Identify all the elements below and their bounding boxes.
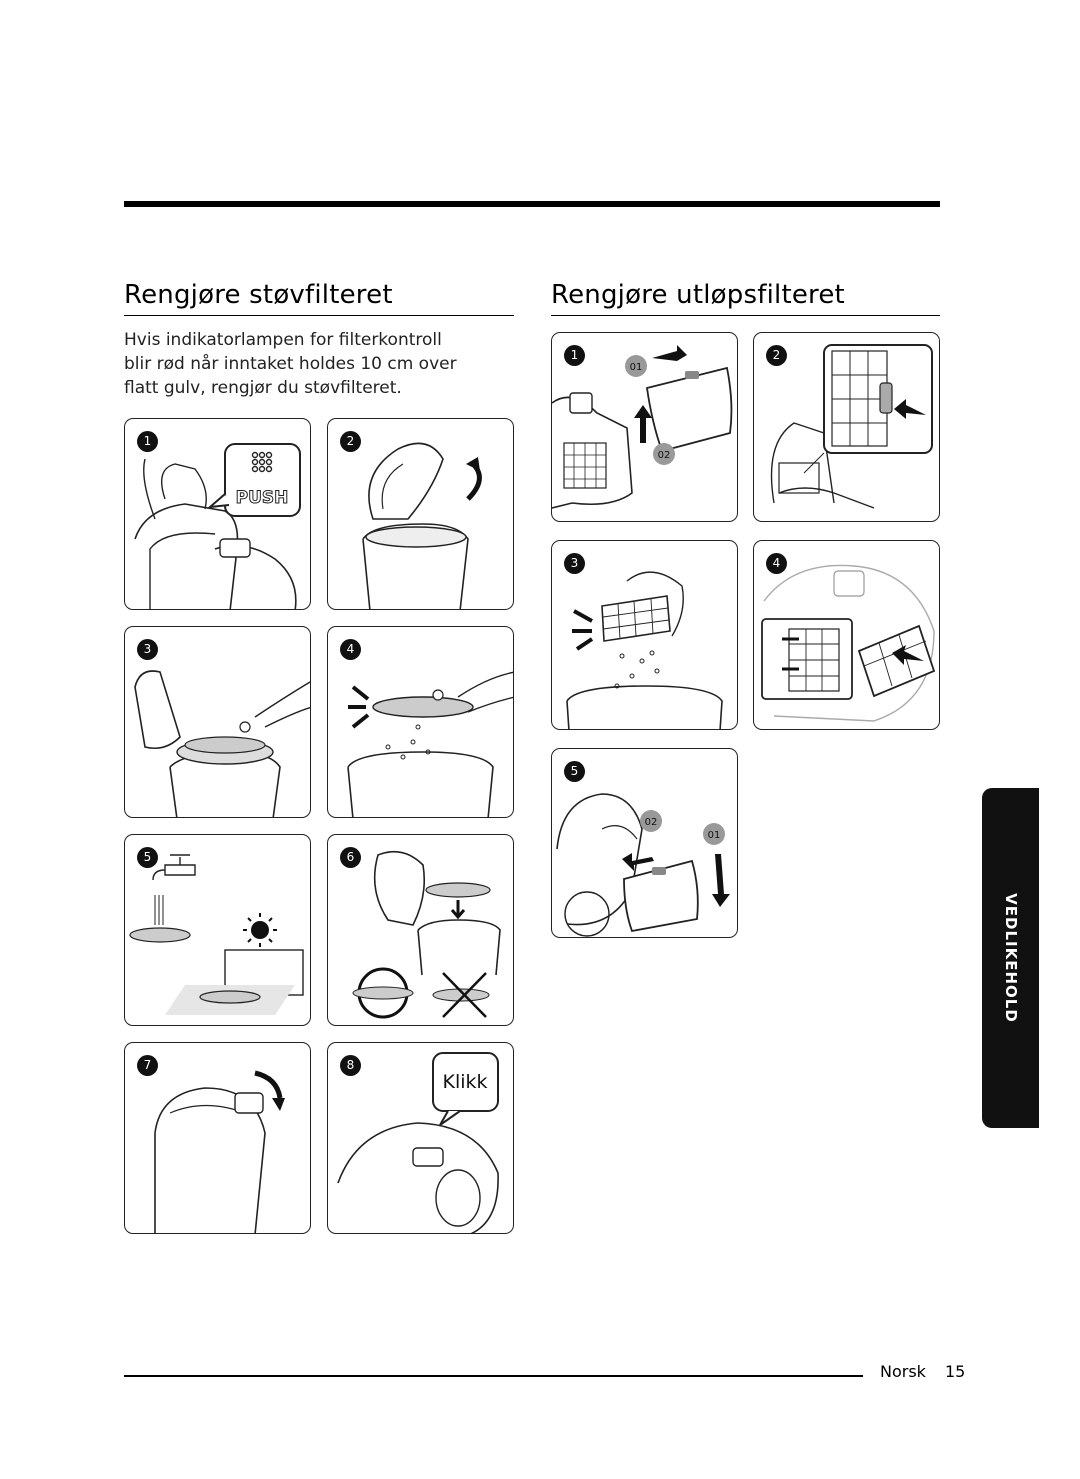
- right-step-2-panel: 2: [753, 332, 940, 522]
- intro-line: blir rød når inntaket holdes 10 cm over: [124, 354, 457, 374]
- step-badge: 4: [766, 553, 787, 574]
- lid-open-illustration: [362, 442, 482, 609]
- step-badge: 3: [564, 553, 585, 574]
- footer-rule: [124, 1375, 863, 1377]
- sub-label: 01: [630, 362, 643, 373]
- step-badge: 1: [564, 345, 585, 366]
- left-step-5-panel: 5: [124, 834, 311, 1026]
- sub-label: 02: [658, 450, 671, 461]
- open-exhaust-cover-illustration: 01 02: [552, 345, 733, 509]
- left-step-4-panel: 4: [327, 626, 514, 818]
- step-badge: 6: [340, 847, 361, 868]
- section-side-tab: VEDLIKEHOLD: [982, 788, 1039, 1128]
- tap-filter-illustration: [347, 671, 513, 817]
- step-badge: 5: [137, 847, 158, 868]
- step-badge: 8: [340, 1055, 361, 1076]
- remove-filter-illustration: [134, 670, 310, 817]
- right-step-3-panel: 3: [551, 540, 738, 730]
- right-step-4-panel: 4: [753, 540, 940, 730]
- right-title-rule: [551, 315, 940, 316]
- footer-language: Norsk: [880, 1362, 926, 1381]
- push-label: PUSH: [236, 488, 289, 508]
- intro-text: Hvis indikatorlampen for filterkontroll …: [124, 328, 514, 400]
- top-rule: [124, 201, 940, 207]
- klikk-label: Klikk: [442, 1071, 487, 1093]
- right-section-title: Rengjøre utløpsfilteret: [551, 280, 845, 310]
- sub-label: 01: [708, 830, 721, 841]
- left-title-rule: [124, 315, 514, 316]
- intro-line: Hvis indikatorlampen for filterkontroll: [124, 330, 442, 350]
- left-step-6-panel: 6: [327, 834, 514, 1026]
- left-step-7-panel: 7: [124, 1042, 311, 1234]
- reinsert-exhaust-filter-illustration: [761, 564, 936, 722]
- step-badge: 4: [340, 639, 361, 660]
- left-section-title: Rengjøre støvfilteret: [124, 280, 393, 310]
- step-badge: 5: [564, 761, 585, 782]
- left-step-3-panel: 3: [124, 626, 311, 818]
- left-step-2-panel: 2: [327, 418, 514, 610]
- left-step-1-panel: 1 PUSH: [124, 418, 311, 610]
- vacuum-push-illustration: PUSH: [134, 443, 301, 609]
- step-badge: 3: [137, 639, 158, 660]
- side-tab-label: VEDLIKEHOLD: [1001, 893, 1020, 1023]
- left-step-8-panel: 8 Klikk: [327, 1042, 514, 1234]
- step-badge: 1: [137, 431, 158, 452]
- close-exhaust-cover-illustration: 02 01: [556, 793, 730, 937]
- step-badge: 2: [340, 431, 361, 452]
- tap-exhaust-filter-illustration: [566, 571, 723, 729]
- right-step-1-panel: 1 01 02: [551, 332, 738, 522]
- lid-click-illustration: Klikk: [337, 1052, 499, 1233]
- step-badge: 2: [766, 345, 787, 366]
- right-step-5-panel: 5 02 01: [551, 748, 738, 938]
- sub-label: 02: [645, 817, 658, 828]
- step-badge: 7: [137, 1055, 158, 1076]
- remove-exhaust-filter-illustration: [770, 344, 933, 509]
- wash-dry-illustration: [129, 854, 304, 1015]
- page-number: 15: [945, 1362, 966, 1381]
- intro-line: flatt gulv, rengjør du støvfilteret.: [124, 378, 402, 398]
- reinsert-filter-illustration: [352, 850, 501, 1019]
- close-lid-illustration: [154, 1070, 285, 1233]
